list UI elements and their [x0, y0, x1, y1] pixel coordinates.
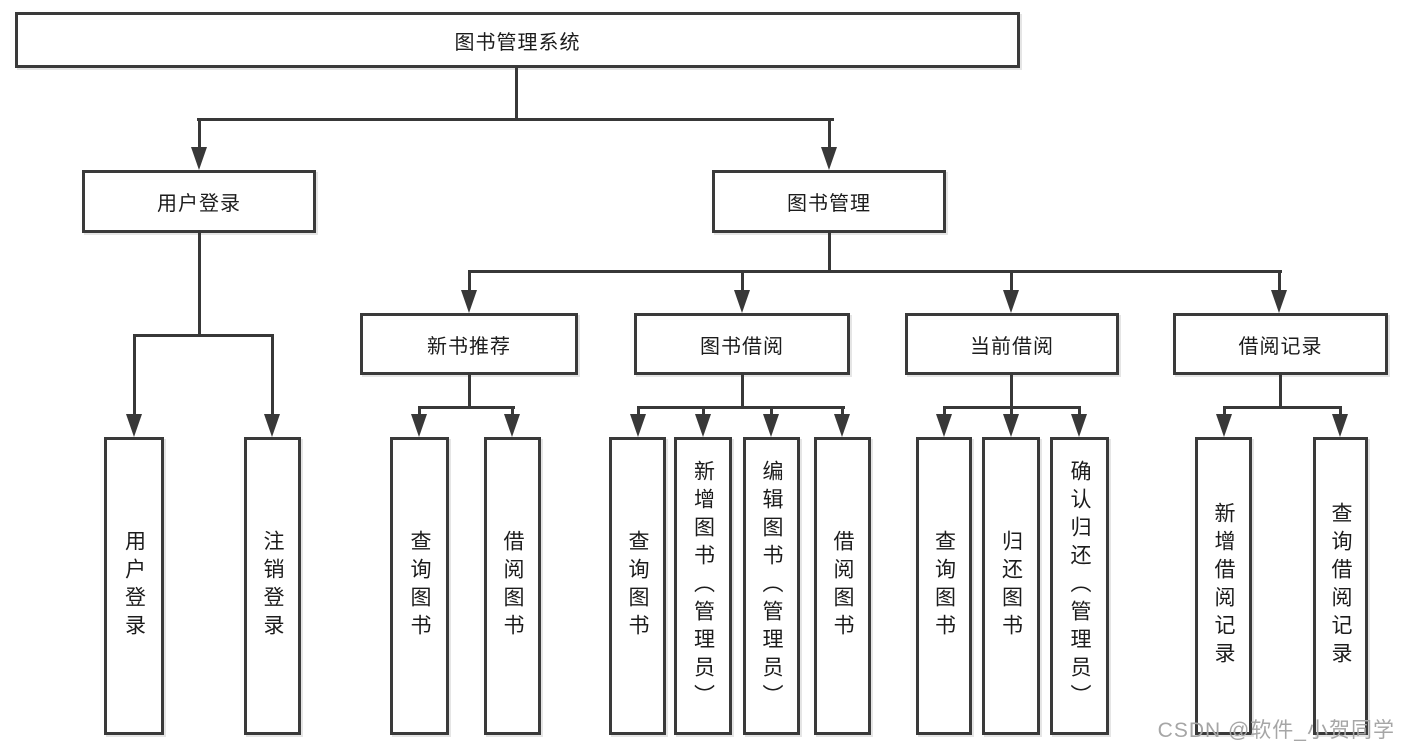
arrowhead — [1216, 414, 1232, 437]
leaf-cb-confirm-return-admin-label: 确认归还（管理员） — [1068, 460, 1091, 712]
leaf-br-query-record: 查询借阅记录 — [1313, 437, 1368, 735]
node-book-management-label: 图书管理 — [787, 193, 871, 215]
leaf-nb-query-books: 查询图书 — [390, 437, 449, 735]
node-borrow-records-label: 借阅记录 — [1238, 335, 1323, 358]
connector-line — [418, 406, 515, 409]
leaf-bb-add-books-admin: 新增图书（管理员） — [674, 437, 732, 735]
connector-line — [828, 231, 831, 272]
arrowhead — [191, 147, 207, 170]
connector-line — [515, 66, 518, 121]
leaf-cb-confirm-return-admin: 确认归还（管理员） — [1050, 437, 1109, 735]
connector-line — [741, 373, 744, 409]
arrowhead — [1071, 414, 1087, 437]
connector-line — [841, 406, 844, 416]
leaf-cb-return-books-label: 归还图书 — [999, 530, 1023, 642]
node-book-borrow: 图书借阅 — [634, 313, 850, 375]
node-book-borrow-label: 图书借阅 — [700, 335, 784, 358]
connector-line — [198, 118, 201, 151]
arrowhead — [504, 414, 520, 437]
connector-line — [1339, 406, 1342, 416]
connector-line — [770, 406, 773, 416]
leaf-nb-borrow-books: 借阅图书 — [484, 437, 541, 735]
leaf-bb-query-books-label: 查询图书 — [626, 530, 649, 642]
node-current-borrow: 当前借阅 — [905, 313, 1119, 375]
leaf-bb-add-books-admin-label: 新增图书（管理员） — [691, 460, 715, 712]
leaf-logout-label: 注销登录 — [261, 530, 284, 642]
leaf-br-add-record-label: 新增借阅记录 — [1212, 502, 1235, 670]
node-new-book-recommend: 新书推荐 — [360, 313, 578, 375]
connector-line — [418, 406, 421, 416]
leaf-bb-edit-books-admin: 编辑图书（管理员） — [743, 437, 800, 735]
arrowhead — [126, 414, 142, 437]
arrowhead — [461, 290, 477, 313]
arrowhead — [264, 414, 280, 437]
connector-line — [198, 230, 201, 336]
node-new-book-recommend-label: 新书推荐 — [427, 335, 511, 358]
connector-line — [1010, 406, 1013, 416]
connector-line — [1278, 270, 1281, 293]
node-borrow-records: 借阅记录 — [1173, 313, 1388, 375]
leaf-cb-query-books-label: 查询图书 — [932, 530, 956, 642]
node-current-borrow-label: 当前借阅 — [970, 335, 1054, 358]
connector-line — [1010, 373, 1013, 409]
arrowhead — [1332, 414, 1348, 437]
connector-line — [637, 406, 845, 409]
leaf-nb-borrow-books-label: 借阅图书 — [501, 530, 524, 642]
node-library-system: 图书管理系统 — [15, 12, 1020, 68]
leaf-bb-edit-books-admin-label: 编辑图书（管理员） — [760, 460, 783, 712]
arrowhead — [1003, 414, 1019, 437]
node-library-system-label: 图书管理系统 — [454, 31, 581, 54]
connector-line — [133, 334, 136, 417]
arrowhead — [411, 414, 427, 437]
leaf-user-login: 用户登录 — [104, 437, 164, 735]
connector-line — [943, 406, 946, 416]
leaf-cb-return-books: 归还图书 — [982, 437, 1040, 735]
connector-line — [468, 270, 1282, 273]
connector-line — [197, 118, 834, 121]
connector-line — [828, 118, 831, 151]
connector-line — [1078, 406, 1081, 416]
arrowhead — [834, 414, 850, 437]
watermark: CSDN @软件_小贺同学 — [1157, 719, 1395, 742]
node-user-login: 用户登录 — [82, 170, 316, 233]
arrowhead — [734, 290, 750, 313]
connector-line — [1223, 406, 1226, 416]
connector-line — [271, 334, 274, 417]
arrowhead — [763, 414, 779, 437]
connector-line — [741, 270, 744, 293]
leaf-br-query-record-label: 查询借阅记录 — [1329, 502, 1352, 670]
connector-line — [1223, 406, 1342, 409]
node-user-login-label: 用户登录 — [157, 193, 241, 215]
arrowhead — [936, 414, 952, 437]
arrowhead — [630, 414, 646, 437]
arrowhead — [1271, 290, 1287, 313]
node-book-management: 图书管理 — [712, 170, 946, 233]
connector-line — [468, 373, 471, 409]
leaf-logout: 注销登录 — [244, 437, 301, 735]
leaf-br-add-record: 新增借阅记录 — [1195, 437, 1252, 735]
leaf-bb-borrow-books-label: 借阅图书 — [831, 530, 854, 642]
connector-line — [1279, 373, 1282, 409]
leaf-bb-query-books: 查询图书 — [609, 437, 666, 735]
leaf-bb-borrow-books: 借阅图书 — [814, 437, 871, 735]
leaf-nb-query-books-label: 查询图书 — [408, 530, 431, 642]
arrowhead — [821, 147, 837, 170]
arrowhead — [1003, 290, 1019, 313]
connector-line — [637, 406, 640, 416]
leaf-user-login-label: 用户登录 — [122, 530, 146, 642]
connector-line — [511, 406, 514, 416]
connector-line — [468, 270, 471, 293]
connector-line — [133, 334, 274, 337]
arrowhead — [695, 414, 711, 437]
leaf-cb-query-books: 查询图书 — [916, 437, 972, 735]
connector-line — [1010, 270, 1013, 293]
connector-line — [702, 406, 705, 416]
